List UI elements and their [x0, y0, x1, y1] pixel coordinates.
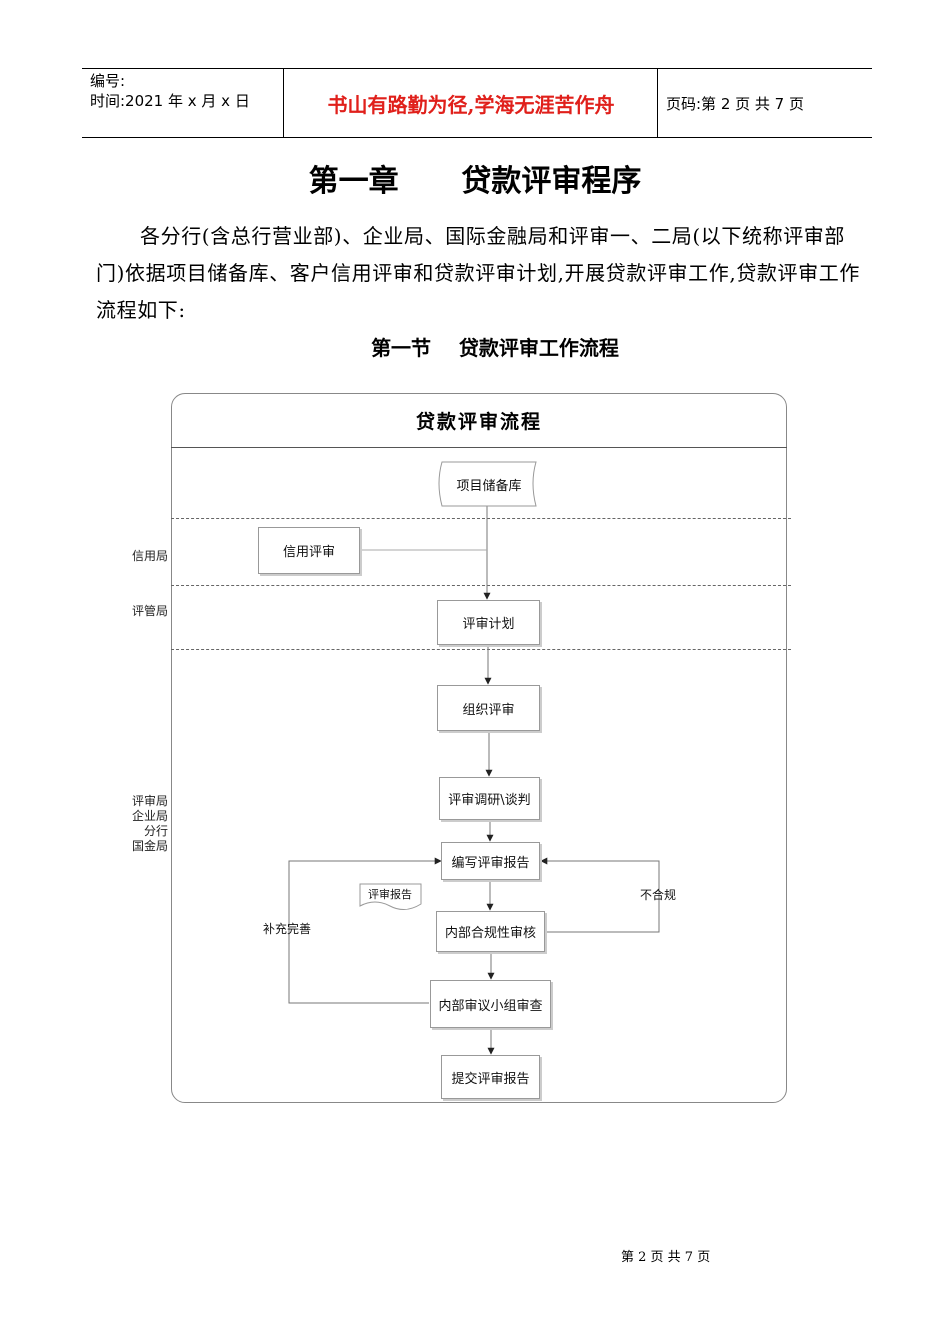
time-label: 时间:2021 年 x 月 x 日 [90, 92, 250, 110]
node-project-library: 项目储备库 [456, 478, 522, 494]
lane-label-review: 评审局 [131, 794, 168, 808]
report-doc-shape [359, 883, 422, 910]
node-submit-report: 提交评审报告 [441, 1055, 540, 1099]
flowchart-title: 贷款评审流程 [171, 393, 787, 448]
node-review-report-doc: 评审报告 [368, 888, 412, 901]
header-motto: 书山有路勤为径,学海无涯苦作舟 [327, 92, 615, 117]
node-compliance-check: 内部合规性审核 [436, 911, 545, 952]
node-write-report: 编写评审报告 [441, 842, 540, 880]
lane-label-enterprise: 企业局 [131, 809, 168, 823]
header-divider [657, 69, 658, 137]
node-group-examination: 内部审议小组审查 [430, 980, 551, 1028]
section-title: 第一节 贷款评审工作流程 [371, 336, 619, 360]
flowchart-frame [171, 393, 787, 1103]
edge-label-supplement: 补充完善 [263, 922, 312, 936]
header-divider [283, 69, 284, 137]
lane-label-credit: 信用局 [131, 549, 168, 563]
node-research-negotiation: 评审调研\谈判 [439, 777, 540, 820]
node-review-plan: 评审计划 [437, 600, 540, 645]
node-organize-review: 组织评审 [437, 685, 540, 731]
number-label: 编号: [90, 72, 126, 90]
loop-non-compliant [540, 857, 660, 933]
loop-supplement [288, 857, 442, 1004]
header-page-code: 页码:第 2 页 共 7 页 [666, 94, 804, 113]
header-meta: 编号: 时间:2021 年 x 月 x 日 [90, 71, 250, 111]
document-header: 编号: 时间:2021 年 x 月 x 日 书山有路勤为径,学海无涯苦作舟 页码… [82, 68, 872, 138]
lane-divider [171, 585, 791, 586]
lane-divider [171, 649, 791, 650]
lane-label-review-group: 评审局 企业局 分行 国金局 [132, 794, 168, 854]
lane-label-international: 国金局 [131, 839, 168, 853]
page-footer: 第 2 页 共 7 页 [621, 1250, 711, 1265]
lane-label-management: 评管局 [131, 604, 168, 618]
lane-divider [171, 518, 791, 519]
lane-label-branch: 分行 [143, 824, 168, 838]
node-credit-review: 信用评审 [258, 527, 360, 574]
project-library-shape [438, 461, 537, 507]
edge-label-non-compliant: 不合规 [640, 888, 677, 902]
intro-paragraph: 各分行(含总行营业部)、企业局、国际金融局和评审一、二局(以下统称评审部门)依据… [96, 224, 860, 322]
chapter-title: 第一章 贷款评审程序 [308, 164, 642, 199]
